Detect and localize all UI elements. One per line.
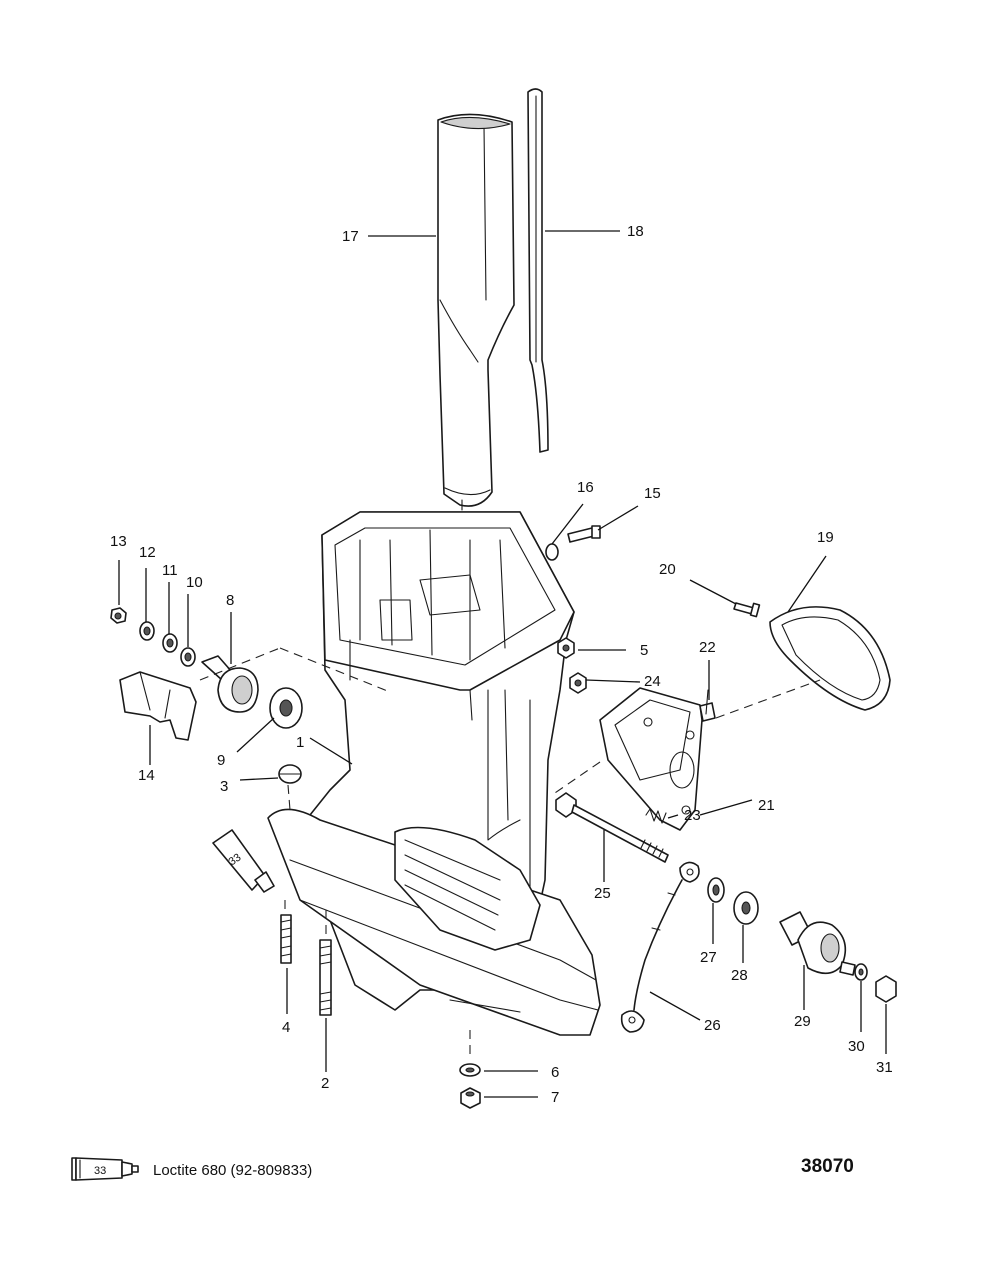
washer-part-28: [733, 891, 759, 925]
callout-16: 16: [577, 479, 594, 496]
callout-14: 14: [138, 767, 155, 784]
water-tube-part-18: [527, 88, 549, 453]
spring-part-23: [645, 808, 667, 824]
plug-part-3: [278, 764, 302, 784]
stud-part-4: [280, 914, 292, 964]
callout-27: 27: [700, 949, 717, 966]
callout-17: 17: [342, 228, 359, 245]
callout-1: 1: [296, 734, 304, 751]
screw-part-20: [733, 602, 761, 618]
legend-text: Loctite 680 (92-809833): [153, 1162, 312, 1179]
callout-labels: 17 18 16 15 19 20 13 12 11 10 8 5 22 24 …: [110, 223, 893, 1106]
callout-15: 15: [644, 485, 661, 502]
side-mount-part-8: [201, 655, 259, 713]
legend-tube-number: 33: [94, 1165, 106, 1177]
callout-5: 5: [640, 642, 648, 659]
washer-part-10: [180, 647, 196, 667]
exhaust-tube-part-17: [437, 113, 515, 511]
nut-part-5: [557, 637, 575, 659]
washer-part-6: [459, 1063, 481, 1077]
legend-tube-icon: [71, 1157, 139, 1181]
washer-part-30: [854, 963, 868, 981]
stud-part-2: [319, 939, 332, 1016]
legend: 33 Loctite 680 (92-809833): [71, 1157, 312, 1181]
callout-9: 9: [217, 752, 225, 769]
callout-28: 28: [731, 967, 748, 984]
callout-4: 4: [282, 1019, 290, 1036]
driveshaft-housing-part-1: [267, 511, 601, 1036]
callout-33: 33: [227, 851, 244, 868]
nut-part-24: [569, 672, 587, 694]
screw-part-22: [699, 689, 716, 722]
drawing-number: 38070: [801, 1156, 854, 1177]
mount-cover-part-14: [119, 671, 197, 741]
callout-6: 6: [551, 1064, 559, 1081]
loctite-tube-part-33: [212, 829, 275, 893]
callout-18: 18: [627, 223, 644, 240]
rear-mount-part-29: [779, 911, 856, 976]
callout-30: 30: [848, 1038, 865, 1055]
callout-21: 21: [758, 797, 775, 814]
cover-part-19: [769, 606, 891, 711]
ground-strap-part-26: [620, 861, 700, 1033]
callout-24: 24: [644, 673, 661, 690]
washer-part-16: [545, 543, 559, 561]
callout-12: 12: [139, 544, 156, 561]
washer-part-27: [707, 877, 725, 903]
callout-31: 31: [876, 1059, 893, 1076]
callout-25: 25: [594, 885, 611, 902]
callout-26: 26: [704, 1017, 721, 1034]
callout-29: 29: [794, 1013, 811, 1030]
leader-lines: [118, 230, 887, 1098]
callout-20: 20: [659, 561, 676, 578]
callout-22: 22: [699, 639, 716, 656]
washer-part-12: [139, 621, 155, 641]
callout-8: 8: [226, 592, 234, 609]
assembly-lines: [199, 647, 821, 1060]
callout-23: 23: [684, 807, 701, 824]
washer-part-11: [162, 633, 178, 653]
callout-7: 7: [551, 1089, 559, 1106]
washer-part-9: [269, 687, 303, 729]
screw-part-15: [567, 525, 601, 543]
callout-2: 2: [321, 1075, 329, 1092]
nut-part-13: [110, 607, 127, 624]
callout-19: 19: [817, 529, 834, 546]
mount-bracket-part-21: [599, 687, 703, 831]
nut-part-31: [875, 975, 897, 1003]
callout-13: 13: [110, 533, 127, 550]
callout-10: 10: [186, 574, 203, 591]
callout-11: 11: [162, 562, 178, 579]
nut-part-7: [460, 1087, 481, 1109]
bolt-part-25: [555, 792, 669, 863]
callout-3: 3: [220, 778, 228, 795]
